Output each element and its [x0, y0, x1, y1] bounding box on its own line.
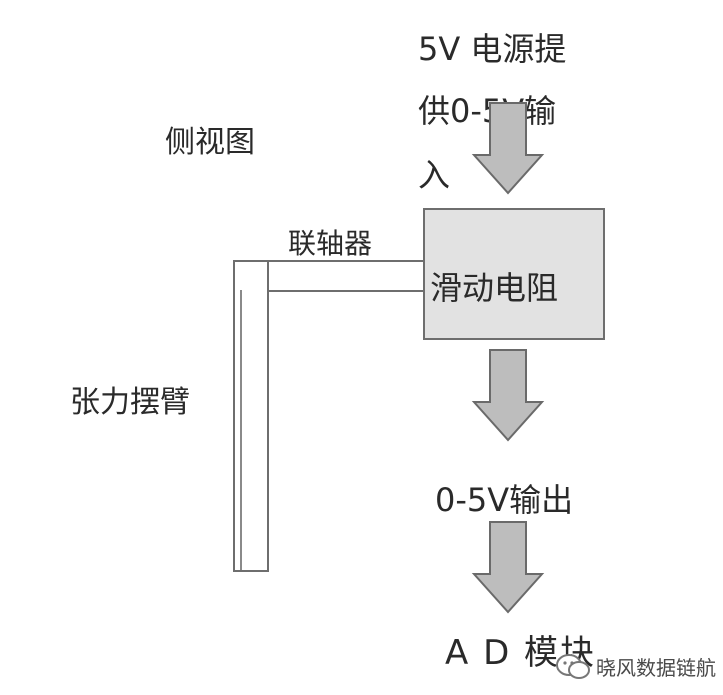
side-view-title: 侧视图 [165, 125, 255, 160]
resistor-label: 滑动电阻 [430, 269, 559, 307]
input-arrow [471, 102, 545, 195]
arm-inner-line [240, 290, 242, 570]
power-label-line3: 入 [418, 156, 451, 194]
wechat-icon [556, 653, 590, 679]
ad-arrow [471, 521, 545, 614]
output-arrow [471, 349, 545, 442]
watermark: 晓风数据链航 [556, 652, 716, 681]
watermark-text: 晓风数据链航 [596, 656, 716, 680]
coupling-label: 联轴器 [288, 227, 373, 260]
sliding-resistor-box [423, 208, 605, 340]
power-label-line2: 供0-5V输 [418, 92, 557, 130]
tension-arm [233, 260, 269, 572]
output-label: 0-5V输出 [435, 481, 574, 519]
power-label-line1: 5V 电源提 [418, 30, 567, 68]
tension-arm-label: 张力摆臂 [70, 385, 190, 420]
